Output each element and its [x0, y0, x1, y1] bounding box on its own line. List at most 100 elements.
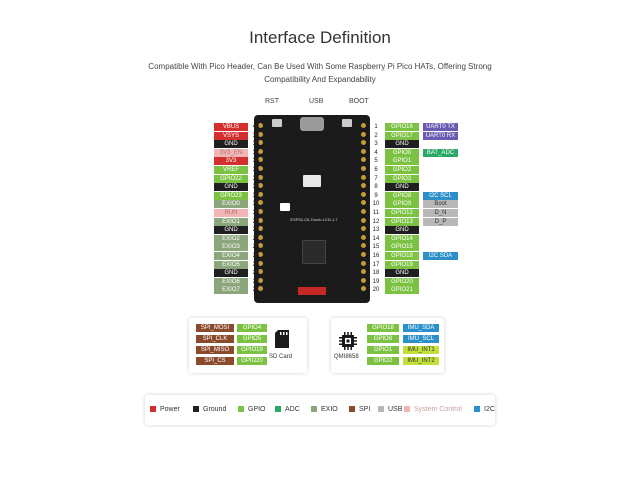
pin-hole — [361, 252, 366, 257]
pin-number: 2 — [374, 132, 378, 139]
imu-function: IMU_SCL — [403, 335, 439, 343]
pin-hole — [258, 217, 263, 223]
pin-label: GPIO0 — [385, 148, 419, 157]
gpio-label: GPIO5 — [237, 335, 267, 343]
gpio-label: GPIO4 — [237, 324, 267, 332]
spi-label: SPI_MISO — [196, 346, 234, 354]
board-sticker — [298, 287, 326, 295]
usb-label: USB — [309, 98, 324, 105]
page-title: Interface Definition — [249, 28, 391, 47]
pin-number: 27 — [252, 235, 260, 242]
pin-hole — [361, 123, 366, 128]
pin-hole — [258, 166, 263, 171]
legend-label: SPI — [359, 406, 371, 413]
pin-label: 3V3_EN — [214, 148, 248, 157]
pin-number: 36 — [252, 158, 260, 165]
pin-label: VSYS — [214, 131, 248, 140]
pin-number: 10 — [372, 201, 380, 208]
pin-number: 16 — [372, 253, 380, 259]
pin-function: I2C SCL — [423, 191, 458, 200]
pin-number: 5 — [374, 158, 378, 165]
pin-hole — [258, 234, 263, 240]
pin-hole — [258, 243, 263, 249]
pin-hole — [361, 157, 366, 163]
connector — [303, 175, 321, 187]
pin-number: 7 — [374, 175, 378, 182]
pin-function: UART0 RX — [423, 131, 458, 140]
pin-hole — [361, 209, 366, 214]
legend-swatch — [275, 405, 281, 412]
legend-item: I2C — [474, 405, 495, 415]
pin-hole — [258, 226, 263, 232]
legend-swatch — [238, 405, 244, 412]
pin-number: 4 — [374, 149, 378, 156]
legend-swatch — [311, 405, 317, 412]
pin-number: 9 — [374, 192, 378, 199]
gpio-label: GPIO2 — [367, 357, 399, 365]
usb-c-port — [300, 117, 324, 131]
pin-hole — [361, 140, 366, 146]
legend-item: GPIO — [238, 405, 266, 415]
pin-number: 1 — [374, 124, 378, 130]
pin-number: 14 — [372, 235, 380, 242]
pin-number: 32 — [252, 192, 260, 199]
pin-number: 23 — [252, 270, 260, 277]
pin-number: 15 — [372, 244, 380, 251]
pin-hole — [361, 148, 366, 154]
pin-number: 11 — [372, 210, 380, 216]
pin-number: 12 — [372, 218, 380, 225]
pin-hole — [361, 217, 366, 223]
imu-label: QMI8658 — [334, 354, 359, 360]
pin-hole — [258, 200, 263, 206]
pin-hole — [258, 140, 263, 146]
pin-function: Boot — [423, 200, 458, 209]
legend-item: EXIO — [311, 405, 338, 415]
pin-label: GPIO12 — [385, 209, 419, 217]
pin-hole — [361, 183, 366, 189]
pin-label: GND — [385, 183, 419, 192]
pin-function: UART0 TX — [423, 123, 458, 131]
legend-label: System Control — [414, 406, 462, 413]
pin-hole — [361, 234, 366, 240]
pin-hole — [361, 200, 366, 206]
pin-number: 34 — [252, 175, 260, 182]
pin-label: GPIO9 — [385, 200, 419, 209]
imu-function: IMU_SDA — [403, 324, 439, 332]
pin-number: 21 — [252, 287, 260, 294]
pin-label: EXIO3 — [214, 243, 248, 252]
page-subtitle: Compatible With Pico Header, Can Be Used… — [130, 60, 510, 86]
legend-label: EXIO — [321, 406, 338, 413]
pin-hole — [258, 277, 263, 283]
board-name: ESP32-C6-Touch-LCD-1.7 — [290, 217, 338, 222]
spi-label: SPI_MOSI — [196, 324, 234, 332]
pin-label: EXIO5 — [214, 260, 248, 269]
gpio-label: GPIO18 — [367, 324, 399, 332]
pin-number: 37 — [252, 149, 260, 156]
imu-function: IMU_INT2 — [403, 357, 439, 365]
legend — [145, 395, 495, 425]
pin-hole — [258, 252, 263, 257]
pin-number: 19 — [372, 278, 380, 285]
legend-swatch — [404, 405, 410, 412]
pin-hole — [361, 269, 366, 275]
gpio-label: GPIO8 — [367, 335, 399, 343]
pin-number: 30 — [252, 210, 260, 216]
pin-label: 3V3 — [214, 157, 248, 166]
pin-number: 33 — [252, 184, 260, 191]
pin-number: 39 — [252, 132, 260, 139]
gpio-label: GPIO20 — [237, 357, 267, 365]
pin-label: GPIO22 — [214, 174, 248, 183]
subtitle-line: Compatibility And Expandability — [264, 75, 376, 84]
pin-hole — [361, 226, 366, 232]
pin-label: GPIO8 — [385, 191, 419, 200]
pin-number: 26 — [252, 244, 260, 251]
gpio-label: GPIO1 — [367, 346, 399, 354]
legend-label: GPIO — [248, 406, 266, 413]
pin-number: 13 — [372, 227, 380, 234]
pin-hole — [361, 286, 366, 292]
pin-number: 17 — [372, 261, 380, 268]
legend-label: USB — [388, 406, 403, 413]
rst-label: RST — [265, 98, 279, 105]
pin-label: GND — [385, 226, 419, 235]
pin-label: GPIO3 — [385, 174, 419, 183]
